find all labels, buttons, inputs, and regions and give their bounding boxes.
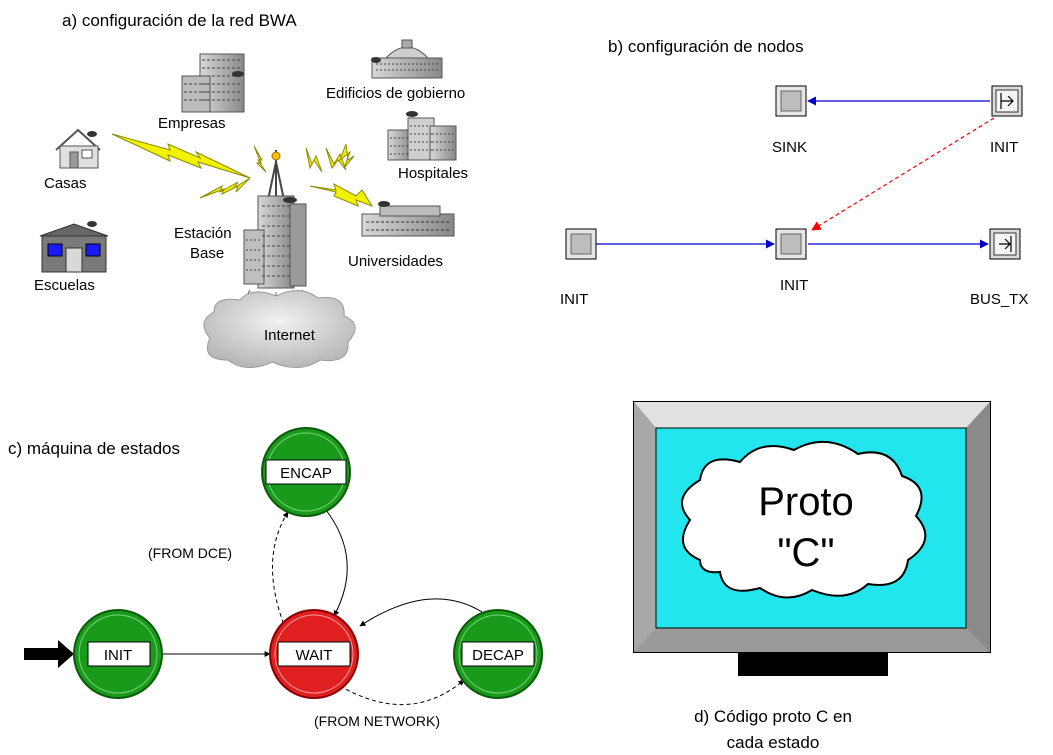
transition-encap-to-wait [325,509,348,617]
lightning-icon [253,145,267,173]
initial-state-arrow-icon [24,640,74,668]
lightning-icon [199,177,251,199]
transition-label-from-dce: (FROM DCE) [148,545,232,561]
statistic-wire [811,117,995,231]
node-label-bus-tx: BUS_TX [970,291,1028,308]
lightning-icon [338,143,355,169]
state-label-wait: WAIT [296,647,333,664]
init-source-node[interactable] [565,228,597,260]
state-init[interactable] [73,609,163,699]
panel-b: b) configuración de nodos SINK INIT INIT [560,37,1028,308]
state-label-decap: DECAP [472,647,524,664]
hospital-building-icon [387,111,457,161]
label-estacion-line1: Estación [174,225,232,242]
panel-b-title: b) configuración de nodos [608,37,804,56]
casa-house-icon [55,128,101,169]
label-estacion-line2: Base [190,245,224,262]
internet-cloud-icon [203,290,356,368]
lightning-icon [325,147,347,171]
panel-d: Proto "C" d) Código proto C en cada esta… [633,401,991,752]
node-label-init-center: INIT [780,277,808,294]
init-receiver-node[interactable] [991,85,1023,117]
lightning-icon [111,133,251,179]
wireless-links [111,133,374,207]
escuela-school-icon [39,221,109,273]
transition-label-from-network: (FROM NETWORK) [314,713,440,729]
label-universidades: Universidades [348,253,443,270]
label-edificios: Edificios de gobierno [326,85,465,102]
panel-d-caption-line1: d) Código proto C en [694,707,852,726]
panel-d-caption-line2: cada estado [727,733,820,752]
panel-a: a) configuración de la red BWA Empresas [34,11,468,368]
label-empresas: Empresas [158,115,226,132]
panel-c: c) máquina de estados (FROM DCE) (FROM N… [8,427,543,729]
label-escuelas: Escuelas [34,277,95,294]
base-station-tower-icon [243,150,307,289]
transition-decap-to-wait [359,598,483,627]
transition-wait-to-decap [339,679,465,705]
proto-c-cloud-icon [681,440,927,599]
empresas-building-icon [181,53,245,113]
universidad-building-icon [361,201,455,237]
gobierno-building-icon [371,39,443,79]
label-casas: Casas [44,175,87,192]
cloud-text-line2: "C" [777,531,834,575]
node-label-sink: SINK [772,139,807,156]
state-encap[interactable] [261,427,351,517]
lightning-icon [305,147,323,173]
node-label-init-top: INIT [990,139,1018,156]
sink-node[interactable] [775,85,807,117]
label-internet: Internet [264,327,316,344]
state-decap[interactable] [453,609,543,699]
label-hospitales: Hospitales [398,165,468,182]
transition-wait-to-encap [272,511,289,631]
state-wait[interactable] [269,609,359,699]
panel-a-title: a) configuración de la red BWA [62,11,297,30]
state-label-encap: ENCAP [280,465,332,482]
panel-c-title: c) máquina de estados [8,439,180,458]
lightning-icon [309,182,374,207]
node-label-init-left: INIT [560,291,588,308]
state-label-init: INIT [104,647,132,664]
bus-tx-node[interactable] [989,228,1021,260]
init-process-node[interactable] [775,228,807,260]
cloud-text-line1: Proto [758,480,854,524]
